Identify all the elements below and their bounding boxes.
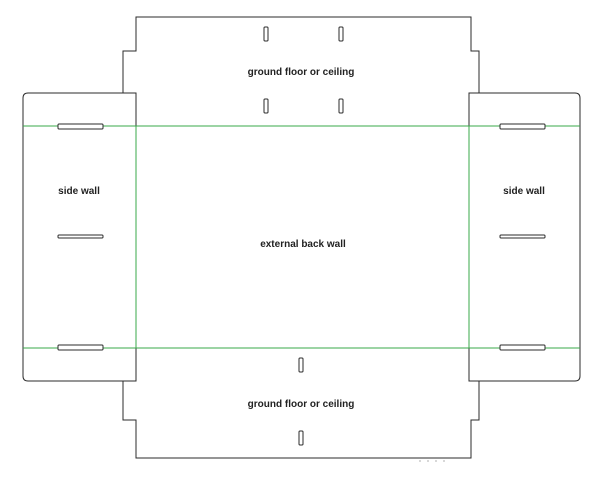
slot-right-wall-1 [499,123,546,130]
slot-top-flap-3 [263,98,269,114]
label-bottom-flap: ground floor or ceiling [248,399,355,410]
dieline-outline [22,16,581,459]
slot-top-flap-2 [338,26,344,42]
slot-left-wall-1 [57,123,104,130]
watermark-mark [419,460,445,462]
notch-bottom-right [468,348,479,382]
notch-bottom-left [123,348,137,382]
slot-right-wall-3 [499,344,546,351]
slot-top-flap-4 [338,98,344,114]
slot-bottom-flap-1 [298,357,304,373]
slot-left-wall-2 [57,234,104,239]
notch-top-left [123,92,137,126]
label-right-wall: side wall [503,186,545,197]
notch-top-right [468,92,479,126]
slot-top-flap-1 [263,26,269,42]
label-top-flap: ground floor or ceiling [248,67,355,78]
slot-left-wall-3 [57,344,104,351]
slot-right-wall-2 [499,234,546,239]
label-center-panel: external back wall [260,239,346,250]
slot-bottom-flap-2 [298,430,304,446]
label-left-wall: side wall [58,186,100,197]
